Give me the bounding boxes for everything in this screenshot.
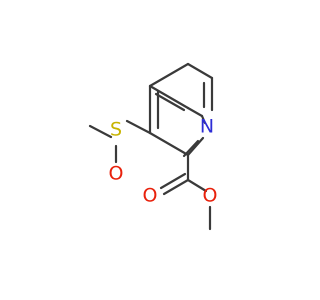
bond-c5-c6 <box>186 106 204 118</box>
molecule-diagram: N S O O O <box>88 62 218 231</box>
bond-c1-c2 <box>148 131 190 157</box>
bond-c2-s <box>125 119 152 135</box>
bond-c4-c5 <box>148 84 190 110</box>
bond-c3-c4 <box>148 62 190 88</box>
bond-c4-c5b <box>186 62 214 80</box>
bond-c4-c5-inner <box>154 92 186 112</box>
bond-s-methyl <box>88 124 113 139</box>
bond-ccarbonyl-o-double <box>159 172 187 190</box>
bond-ccarbonyl-o <box>162 178 190 196</box>
sulfoxide-oxygen-label: O <box>109 163 124 185</box>
bond-c6-n <box>200 114 207 125</box>
structure-canvas: N S O O O <box>88 62 218 231</box>
sulfur-atom-label: S <box>110 119 122 141</box>
bond-ccarbonyl-oester <box>186 178 208 193</box>
bond-n-c1 <box>186 136 205 157</box>
nitrogen-atom-label: N <box>200 116 214 138</box>
carbonyl-oxygen-label: O <box>143 185 158 207</box>
ester-oxygen-label: O <box>203 185 218 207</box>
bond-layer <box>88 62 214 231</box>
